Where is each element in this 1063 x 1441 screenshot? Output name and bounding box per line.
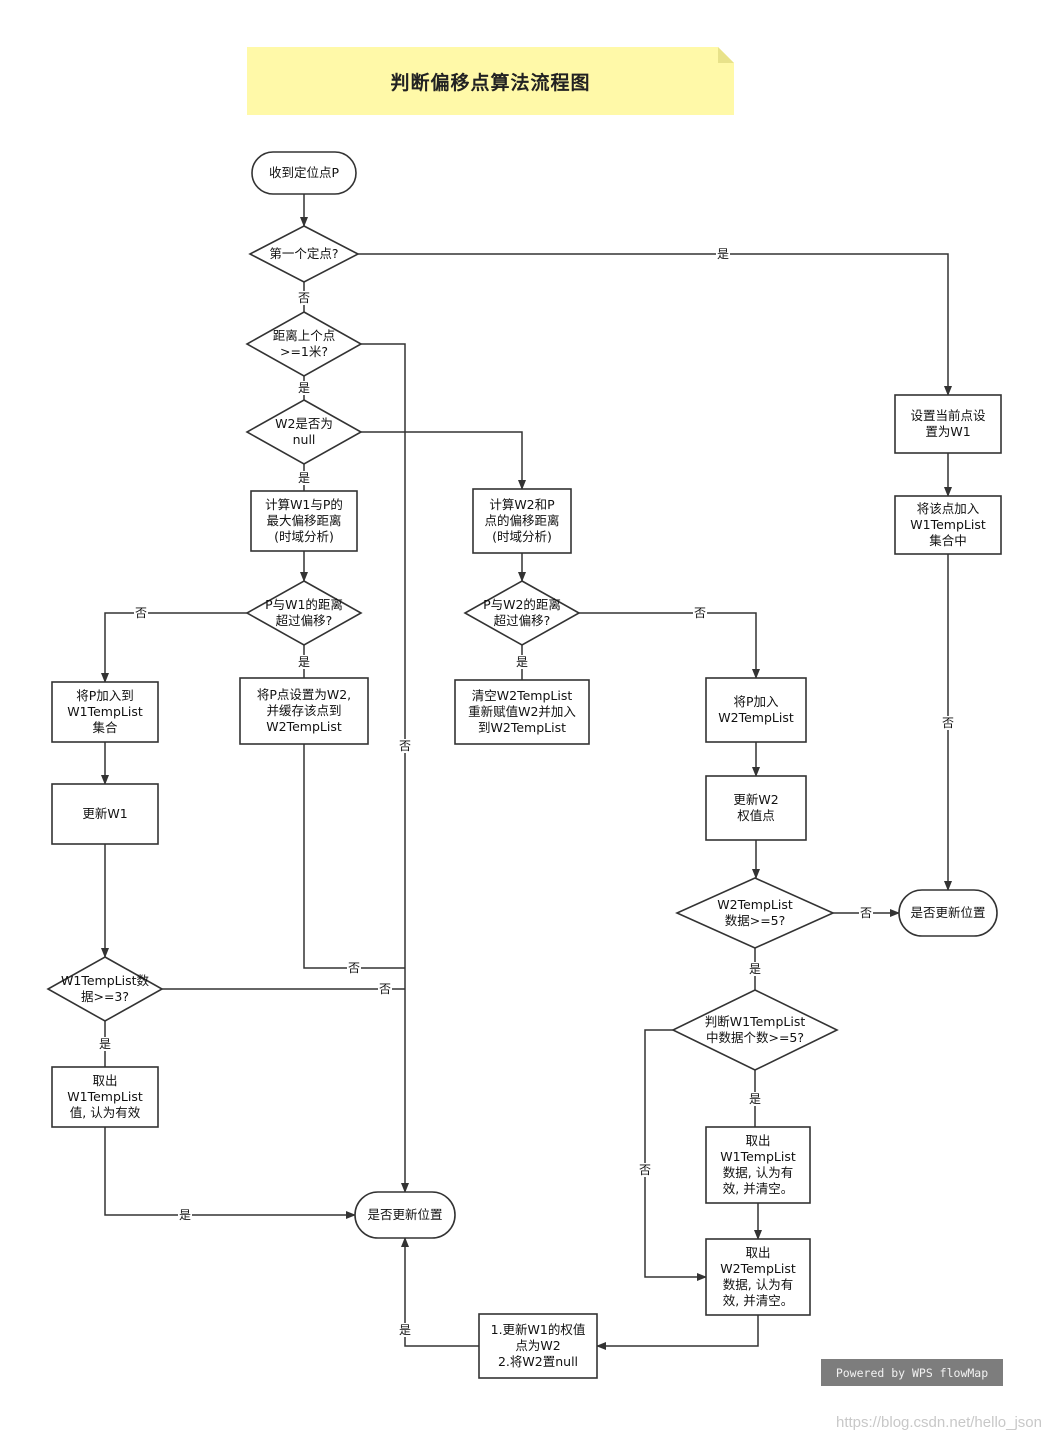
edge-label-w2ge5-no: 否 (858, 906, 874, 920)
edge-label-w1ge3-yes: 是 (97, 1037, 113, 1051)
edge-label-judge-yes: 是 (747, 1092, 763, 1106)
edge-label-pw1-no: 否 (133, 606, 149, 620)
shape-clear-w2list (454, 679, 590, 745)
shape-judge-w1list (671, 989, 839, 1071)
shape-w2-null (245, 399, 363, 465)
edge-update-to-center (401, 1237, 479, 1347)
edge-pw2-no (579, 612, 760, 679)
edge-label-pw2-no: 否 (692, 606, 708, 620)
shape-update-pos-right (898, 889, 998, 937)
shape-update-pos-center (354, 1191, 456, 1239)
edge-label-w2null-yes: 是 (296, 471, 312, 485)
shape-calc-w2-offset (472, 488, 572, 554)
edge-label-pw1-yes: 是 (296, 655, 312, 669)
edge-label-first-yes: 是 (715, 247, 731, 261)
diagram-title: 判断偏移点算法流程图 (390, 71, 591, 94)
edge-label-dist-no: 否 (397, 739, 413, 753)
edge-takew2-to-update (596, 1315, 759, 1350)
shape-dist-prev (245, 311, 363, 377)
shape-update-w1-w2 (478, 1313, 598, 1379)
shape-p-w2-exceed (463, 580, 581, 646)
shape-calc-w1-max (250, 490, 358, 552)
shape-add-p-w2list (705, 677, 807, 743)
shape-start (251, 151, 357, 195)
shape-set-w1 (894, 394, 1002, 454)
edge-label-first-no: 否 (296, 291, 312, 305)
shape-w1list-ge3 (46, 956, 164, 1022)
edge-pw1-no (101, 612, 247, 683)
shape-add-p-w1list (51, 681, 159, 743)
shape-update-w2 (705, 775, 807, 841)
edge-first-yes (358, 253, 952, 396)
edge-label-final-yes: 是 (397, 1323, 413, 1337)
edge-label-setp-no: 否 (346, 961, 362, 975)
shape-take-w1-clear (705, 1126, 811, 1204)
edge-label-pw2-yes: 是 (514, 655, 530, 669)
edge-label-w2ge5-yes: 是 (747, 962, 763, 976)
edge-setp-no (303, 744, 405, 969)
edge-label-right-no: 否 (940, 716, 956, 730)
edge-label-dist-yes: 是 (296, 381, 312, 395)
shape-first-point (248, 225, 360, 283)
edge-take-yes (104, 1127, 356, 1219)
shape-update-w1 (51, 783, 159, 845)
edge-w2null-right (361, 431, 526, 490)
powered-by-badge: Powered by WPS flowMap (821, 1359, 1003, 1386)
edge-label-take-yes: 是 (177, 1208, 193, 1222)
watermark: https://blog.csdn.net/hello_json (836, 1414, 1042, 1431)
shape-p-w1-exceed (245, 580, 363, 646)
edge-label-w1ge3-no: 否 (377, 982, 393, 996)
shape-take-w1list (51, 1066, 159, 1128)
edge-judge-no (644, 1029, 707, 1281)
shape-set-p-w2 (239, 677, 369, 745)
shape-w2list-ge5 (675, 877, 835, 949)
edge-dist-no (361, 343, 409, 1193)
shape-take-w2-clear (705, 1238, 811, 1316)
edge-label-judge-no: 否 (637, 1163, 653, 1177)
title-banner: 判断偏移点算法流程图 (247, 47, 734, 115)
shape-add-w1-list (894, 495, 1002, 555)
